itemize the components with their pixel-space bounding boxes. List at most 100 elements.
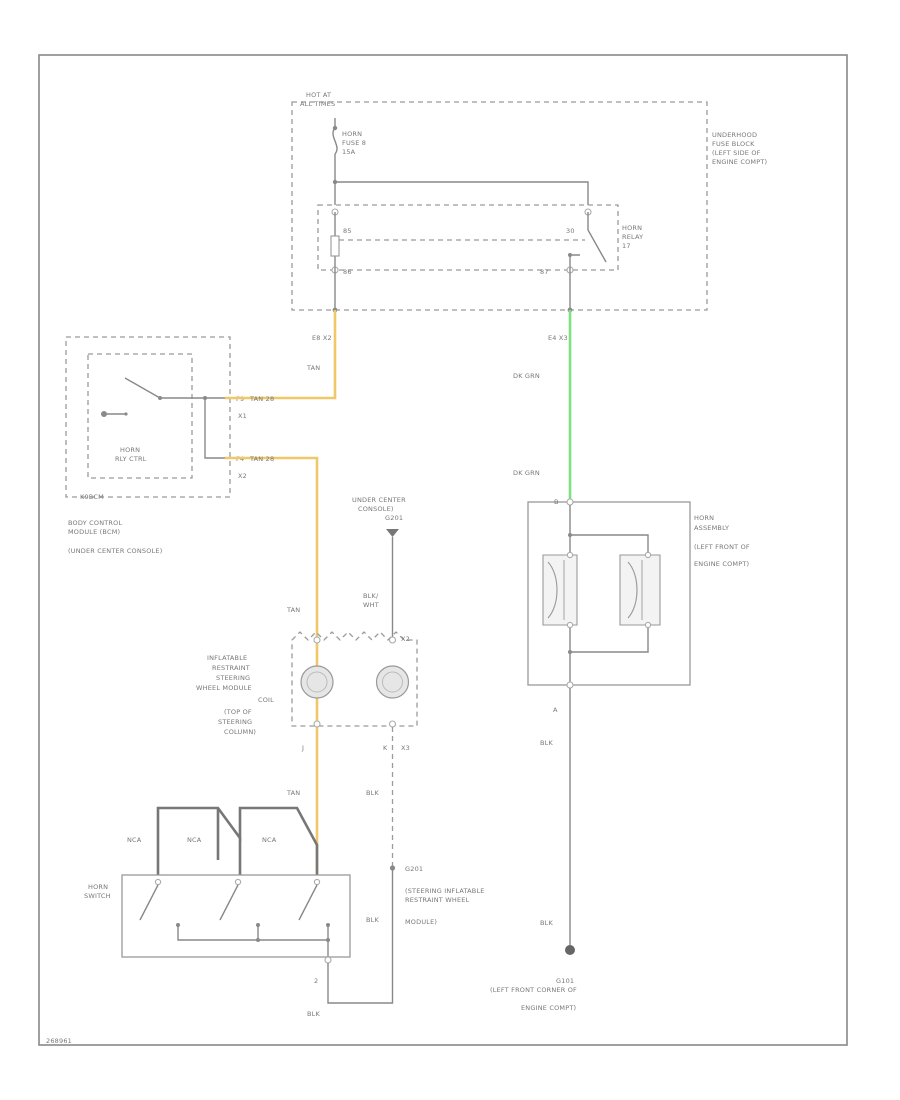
tan-wire-label-5: TAN bbox=[286, 789, 300, 797]
g201-label-1: G201 bbox=[405, 865, 423, 873]
fuse-id-label: FUSE 8 bbox=[342, 139, 366, 147]
horn-assembly-label-3: (LEFT FRONT OF bbox=[694, 543, 750, 551]
g201-label-4: MODULE) bbox=[405, 918, 437, 926]
horn-speaker-left bbox=[542, 551, 578, 629]
horn-internal-node-top bbox=[568, 533, 572, 537]
relay-switch-contact bbox=[568, 253, 572, 257]
fuse-block-label-1: UNDERHOOD bbox=[712, 131, 757, 139]
bcm-ground-node bbox=[101, 411, 107, 417]
blk-label-5: BLK bbox=[540, 919, 553, 927]
horn-switch-label-2: SWITCH bbox=[84, 892, 111, 900]
coil-pin-j-bottom bbox=[313, 720, 321, 728]
blk-label-1: BLK bbox=[366, 789, 379, 797]
underhood-fuse-block-outline bbox=[291, 101, 708, 311]
relay-coil bbox=[330, 235, 340, 257]
all-times-label: ALL TIMES bbox=[300, 100, 335, 108]
horn-switch-box bbox=[121, 874, 351, 958]
horn-switch-pin-2-node bbox=[324, 956, 332, 964]
bcm-x1-label: X1 bbox=[238, 412, 247, 420]
tan-wire-label-4: TAN bbox=[286, 606, 300, 614]
horn-speaker-right bbox=[619, 551, 661, 629]
g101-label-2: (LEFT FRONT CORNER OF bbox=[490, 986, 577, 994]
horn-pin-a-node bbox=[566, 681, 574, 689]
coil-label-2: RESTRAINT bbox=[212, 664, 250, 672]
relay-pin-87-label: 87 bbox=[540, 268, 549, 276]
horn-switch-label-1: HORN bbox=[88, 883, 108, 891]
relay-label-3: 17 bbox=[622, 242, 631, 250]
coil-spring-right bbox=[375, 665, 410, 699]
blk-wht-label-1: BLK/ bbox=[363, 592, 379, 600]
fuse-name-label: HORN bbox=[342, 130, 362, 138]
connector-e8-x2-label: E8 X2 bbox=[312, 334, 332, 342]
diagram-frame bbox=[38, 54, 848, 1046]
ground-g101-symbol bbox=[565, 945, 575, 955]
fuse-block-label-3: (LEFT SIDE OF bbox=[712, 149, 761, 157]
tan-wire-label-3: TAN bbox=[306, 364, 320, 372]
bcm-junction-node bbox=[203, 396, 207, 400]
g201-label-3: RESTRAINT WHEEL bbox=[405, 896, 470, 904]
coil-pin-j-top bbox=[313, 636, 321, 644]
bcm-label-3: (UNDER CENTER CONSOLE) bbox=[68, 547, 162, 555]
fuse-block-label-4: ENGINE COMPT) bbox=[712, 158, 767, 166]
fuse-amp-label: 15A bbox=[342, 148, 356, 156]
ground-g201-symbol bbox=[386, 529, 399, 537]
ground-label-3: G201 bbox=[385, 514, 403, 522]
horn-relay-outline bbox=[317, 204, 619, 271]
bcm-switch-node bbox=[158, 396, 162, 400]
bcm-code-label: K9BCM bbox=[80, 493, 104, 501]
coil-pin-k-label: K bbox=[383, 744, 388, 752]
relay-switch bbox=[569, 212, 607, 270]
relay-pin-86-label: 86 bbox=[343, 268, 352, 276]
relay-label-1: HORN bbox=[622, 224, 642, 232]
horn-assembly-box bbox=[527, 501, 691, 686]
bcm-internal-switch bbox=[124, 377, 225, 459]
blk-label-3: BLK bbox=[366, 916, 379, 924]
coil-label-5: COIL bbox=[258, 696, 274, 704]
horn-internal-node-bottom bbox=[568, 650, 572, 654]
figure-id: 268961 bbox=[46, 1037, 72, 1045]
tan-wire-bcm-to-relay bbox=[225, 310, 337, 400]
dk-grn-label-2: DK GRN bbox=[513, 469, 540, 477]
bcm-x2-label: X2 bbox=[238, 472, 247, 480]
coil-label-6: (TOP OF bbox=[224, 708, 252, 716]
fuse-to-relay-bus bbox=[335, 181, 589, 205]
coil-x2-label: X2 bbox=[401, 635, 410, 643]
horn-switch-pin-2-label: 2 bbox=[314, 977, 318, 985]
tan-wire-bcm-to-coil bbox=[225, 456, 319, 875]
ground-label-2: CONSOLE) bbox=[358, 505, 394, 513]
bcm-outline bbox=[65, 336, 231, 498]
blk-label-2: BLK bbox=[307, 1010, 320, 1018]
connector-e4-x3-label: E4 X3 bbox=[548, 334, 568, 342]
bcm-label-1: BODY CONTROL bbox=[68, 519, 122, 527]
blk-wht-label-2: WHT bbox=[363, 601, 379, 609]
blk-label-4: BLK bbox=[540, 739, 553, 747]
horn-assembly-label-4: ENGINE COMPT) bbox=[694, 560, 749, 568]
coil-label-8: COLUMN) bbox=[224, 728, 256, 736]
relay-pin-30-label: 30 bbox=[566, 227, 575, 235]
ground-label-1: UNDER CENTER bbox=[352, 496, 406, 504]
horn-switch-ground-wire bbox=[327, 868, 394, 1004]
nca-bracket bbox=[156, 806, 319, 875]
coil-pin-j-label: J bbox=[301, 744, 304, 752]
horn-pin-b-node bbox=[566, 498, 574, 506]
fuse-block-label-2: FUSE BLOCK bbox=[712, 140, 755, 148]
coil-outline bbox=[291, 631, 418, 727]
horn-internal-wiring bbox=[569, 505, 649, 685]
bcm-label-2: MODULE (BCM) bbox=[68, 528, 120, 536]
relay-label-2: RELAY bbox=[622, 233, 643, 241]
bcm-ground-point bbox=[124, 412, 128, 416]
coil-spring-left bbox=[300, 665, 334, 699]
coil-label-1: INFLATABLE bbox=[207, 654, 247, 662]
g101-label-1: G101 bbox=[556, 977, 574, 985]
nca-label-3: NCA bbox=[262, 836, 277, 844]
fuse-top-node bbox=[332, 125, 338, 131]
g101-label-3: ENGINE COMPT) bbox=[521, 1004, 576, 1012]
coil-label-7: STEERING bbox=[218, 718, 252, 726]
nca-label-1: NCA bbox=[127, 836, 142, 844]
bcm-rly-ctrl-label: RLY CTRL bbox=[115, 455, 147, 463]
relay-pin-85-label: 85 bbox=[343, 227, 352, 235]
nca-bracket-2 bbox=[216, 808, 242, 875]
g201-label-2: (STEERING INFLATABLE bbox=[405, 887, 485, 895]
nca-label-2: NCA bbox=[187, 836, 202, 844]
